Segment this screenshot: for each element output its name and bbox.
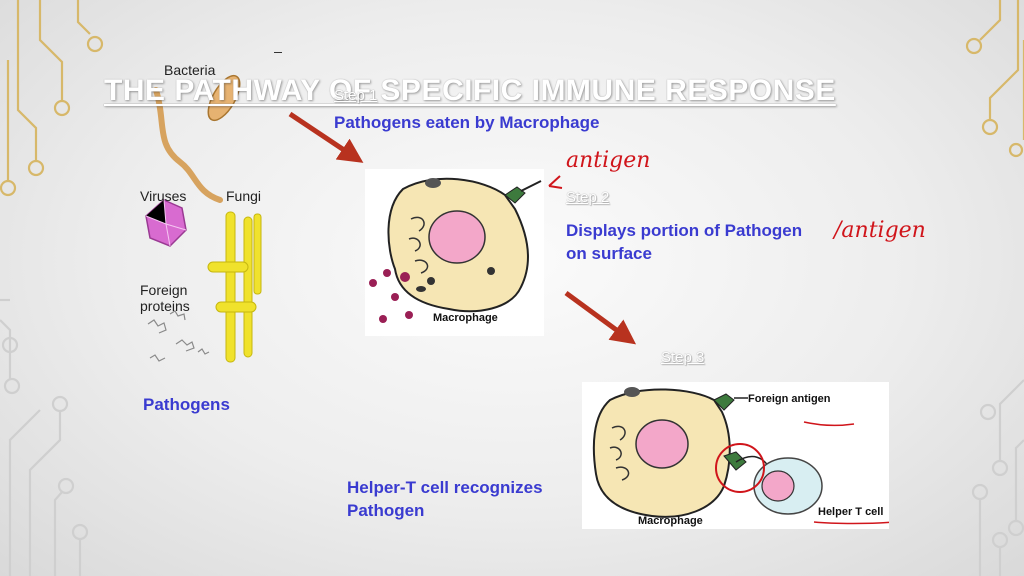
step3-text-line1: Helper-T cell recognizes <box>347 478 543 497</box>
foreign-proteins-label-line1: Foreign <box>140 282 188 298</box>
fungi-icon <box>207 211 262 363</box>
foreign-proteins-icon <box>147 310 210 362</box>
step3-label: Step 3 <box>661 349 705 366</box>
macrophage-label-step3: Macrophage <box>638 515 703 527</box>
dash-mark <box>274 52 282 53</box>
macrophage-illustration <box>369 177 542 323</box>
arrow-step2 <box>564 290 637 345</box>
helper-t-illustration <box>592 387 895 525</box>
right-circuit-decoration <box>965 0 1024 576</box>
viruses-label: Viruses <box>140 188 187 204</box>
left-circuit-decoration <box>0 0 104 576</box>
step3-text-line2: Pathogen <box>347 501 425 520</box>
arrow-step1 <box>288 111 364 163</box>
helper-t-panel: Foreign antigen Helper T cell Macrophage <box>582 382 895 529</box>
pathogen-illustrations <box>145 74 262 363</box>
foreign-antigen-label: Foreign antigen <box>748 393 831 405</box>
antigen-annotation-top: antigen <box>566 148 651 173</box>
step1-text: Pathogens eaten by Macrophage <box>334 113 600 132</box>
bacteria-icon <box>153 74 241 203</box>
helper-t-cell-label: Helper T cell <box>818 506 884 518</box>
bacteria-label: Bacteria <box>164 62 216 78</box>
step2-text-line2: on surface <box>566 244 652 263</box>
step3-text: Helper-T cell recognizes Pathogen <box>347 476 543 522</box>
macrophage-label: Macrophage <box>433 312 498 324</box>
foreign-proteins-label-line2: proteins <box>140 298 190 314</box>
step2-text: Displays portion of Pathogen on surface <box>566 219 802 265</box>
step2-text-line1: Displays portion of Pathogen <box>566 221 803 240</box>
step1-label: Step 1 <box>334 87 378 104</box>
slide-title: THE PATHWAY OF SPECIFIC IMMUNE RESPONSE <box>104 74 836 107</box>
macrophage-panel: Macrophage <box>365 169 544 336</box>
antigen-annotation-side: /antigen <box>834 218 926 243</box>
pathogens-figure: Bacteria Viruses Fungi <box>136 52 286 382</box>
antigen-pointer-mark <box>548 175 563 189</box>
foreign-proteins-label: Foreign proteins <box>140 282 190 314</box>
fungi-label: Fungi <box>226 188 262 204</box>
step2-label: Step 2 <box>566 189 610 206</box>
virus-icon <box>145 199 187 247</box>
pathogens-caption: Pathogens <box>143 395 230 414</box>
